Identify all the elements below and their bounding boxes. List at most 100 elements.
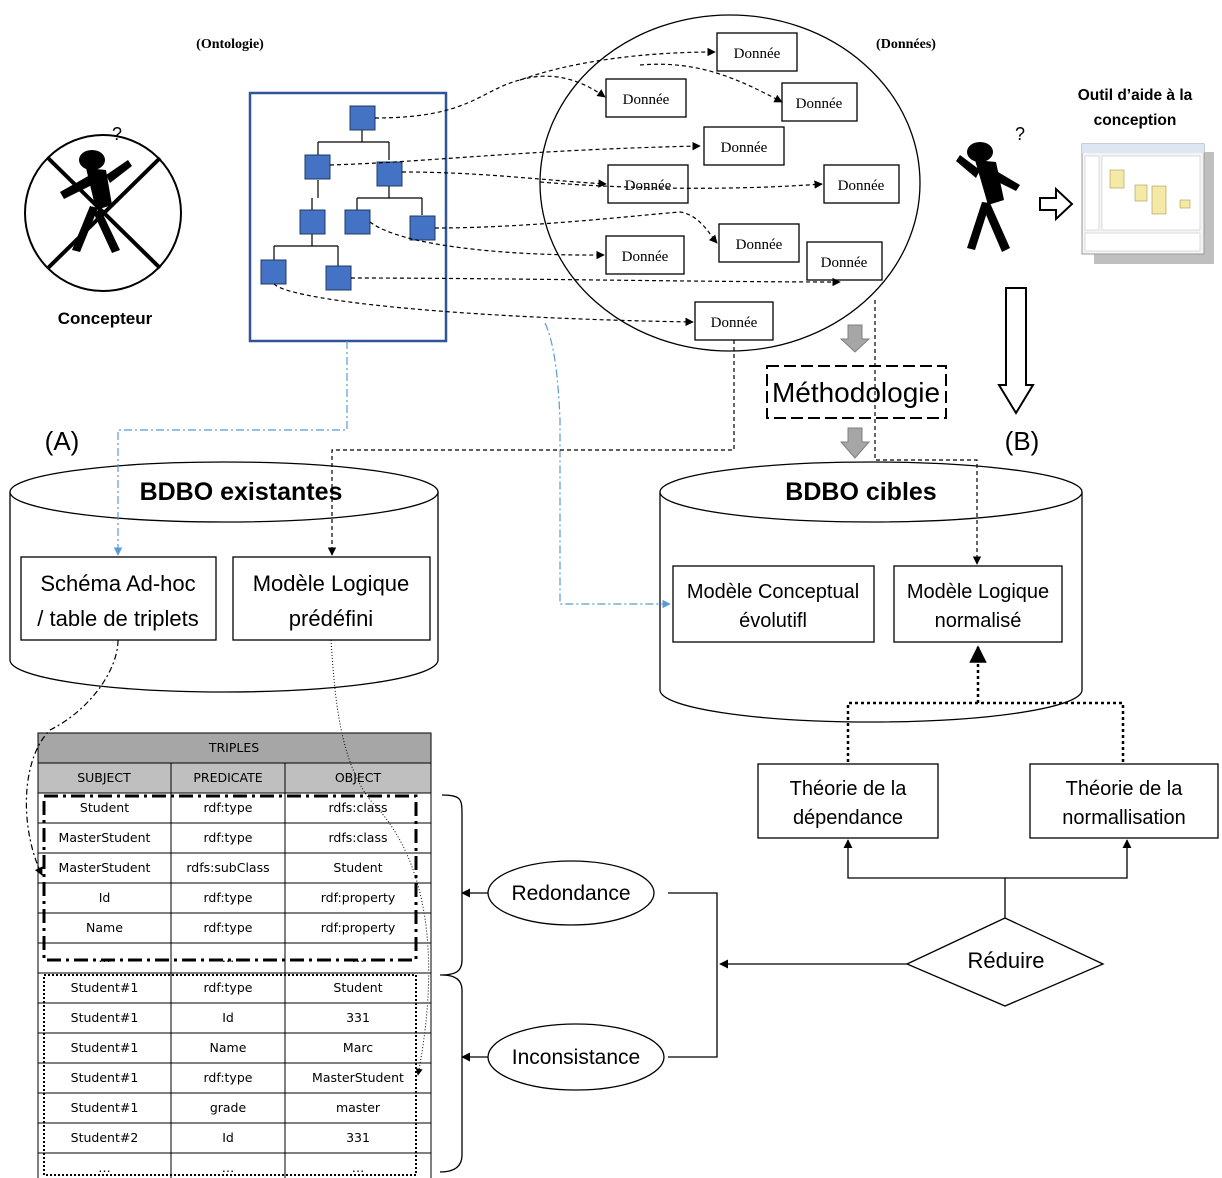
ontology-tree-links [273,130,423,266]
table-row: MasterStudent rdf:type rdfs:class [37,822,432,854]
modele-conceptual-box [672,565,875,643]
instance-links [273,47,841,327]
modele-conceptual-line1: Modèle Conceptual [687,581,859,603]
svg-text:Donnée: Donnée [736,237,783,253]
donnee-box: Donnée [806,241,883,281]
schema-adhoc-line2: / table de triplets [37,606,198,631]
reduire-links [668,839,1132,1058]
ontology-node [260,259,287,285]
methodologie-flow: Méthodologie [766,324,947,459]
table-cell [170,882,286,914]
bdbo-existantes-cylinder [9,461,439,693]
modele-conceptual-line2: évolutifl [739,610,807,632]
theorie-dependance-box [757,763,939,839]
table-cell-text: master [336,1100,381,1115]
donnee-box: Donnée [607,164,689,204]
table-cell [170,822,286,854]
theorie-normalisation-line2: normallisation [1062,807,1185,829]
donnees-label: (Données) [876,37,936,52]
outil-label-line1: Outil d’aide à la [1078,87,1193,104]
thinking-figure-icon: ? [956,124,1025,252]
table-cell-text: Student#1 [71,1010,139,1025]
modele-predefini-box [232,556,431,641]
svg-text:Donnée: Donnée [838,178,885,194]
table-cell-text: rdfs:subClass [186,860,269,875]
theorie-dependance-line1: Théorie de la [790,778,908,800]
header-cell [284,762,432,794]
table-cell-text: Student#1 [71,1070,139,1085]
table-cell [37,1032,172,1064]
table-cell-text: rdfs:class [328,830,387,845]
triples-table: TRIPLES SUBJECT PREDICATE OBJECT Student… [37,732,432,1178]
redondance-label: Redondance [511,882,630,905]
table-cell-text: grade [210,1100,247,1115]
svg-text:Donnée: Donnée [622,249,669,265]
table-cell [284,1092,432,1124]
header-cell [170,762,286,794]
table-links [25,639,430,1076]
donnee-box: Donnée [781,82,858,122]
table-cell-text: Marc [343,1040,373,1055]
table-cell [170,1122,286,1154]
redondance-ellipse [487,860,655,926]
table-cell-text: MasterStudent [59,830,151,845]
table-row: ……… [37,1152,432,1178]
table-cell-text: rdf:type [204,920,253,935]
table-row: Student#1 rdf:type MasterStudent [37,1062,432,1094]
ontology-node [299,209,326,235]
reduire-label: Réduire [967,948,1044,973]
ontology-node [325,265,352,291]
table-cell-text: … [352,1160,365,1175]
triples-title: TRIPLES [208,740,259,755]
donnee-box: Donnée [716,32,798,72]
svg-text:Donnée: Donnée [734,46,781,62]
schema-adhoc-line1: Schéma Ad-hoc [40,571,195,596]
methodologie-label: Méthodologie [772,377,940,408]
ontology-nodes [260,105,436,291]
modele-normalise-line2: normalisé [935,610,1022,632]
header-subject: SUBJECT [77,770,131,785]
table-cell [170,1002,286,1034]
ontology-node [349,105,376,131]
table-cell-text: MasterStudent [59,860,151,875]
table-cell [284,1032,432,1064]
table-cell-text: Student#2 [71,1130,139,1145]
label-a: (A) [45,426,80,456]
table-cell-text: Student [333,860,382,875]
issue-links [439,794,488,1173]
table-cell-text: rdf:type [204,1070,253,1085]
table-cell-text: … [98,1160,111,1175]
table-cell [284,1002,432,1034]
table-cell-text: Id [222,1130,234,1145]
outil-label-line2: conception [1094,112,1177,129]
table-cell [170,1032,286,1064]
table-cell [37,1092,172,1124]
donnee-box: Donnée [605,235,685,275]
table-cell [284,972,432,1004]
inconsistance-ellipse [487,1023,665,1091]
label-b: (B) [1005,426,1040,456]
donnee-box: Donnée [718,223,800,263]
svg-text:Donnée: Donnée [623,92,670,108]
table-cell [284,1152,432,1178]
reduire-diamond [905,917,1105,1007]
tool-screenshot-icon [1081,143,1214,264]
table-cell-text: rdf:type [204,830,253,845]
svg-text:Donnée: Donnée [721,140,768,156]
table-cell-text: Name [86,920,123,935]
table-cell [284,1062,432,1094]
modele-predefini-line2: prédéfini [289,606,373,631]
table-cell-text: … [352,950,365,965]
bdbo-links [113,300,982,609]
donnee-box: Donnée [823,164,900,204]
table-cell-text: rdf:type [204,890,253,905]
table-cell-text: Student#1 [71,980,139,995]
table-cell-text: MasterStudent [312,1070,404,1085]
table-cell-text: rdf:property [321,890,396,905]
